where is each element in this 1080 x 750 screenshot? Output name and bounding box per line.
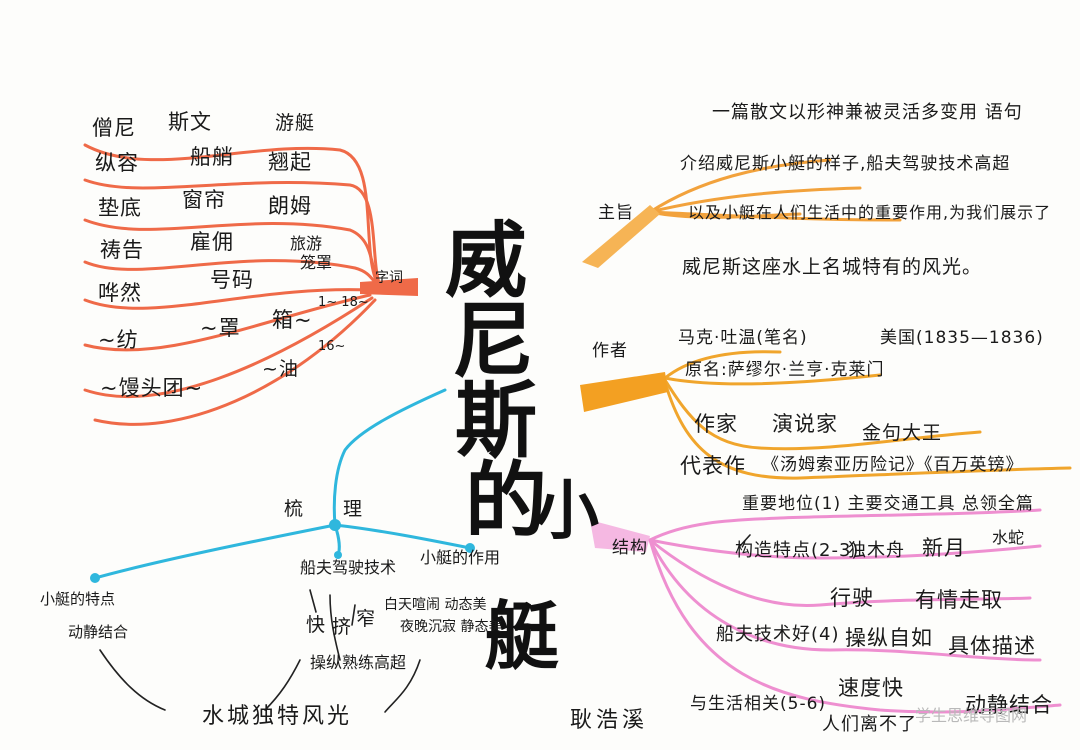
vocab-word: 船艄 [190,145,234,169]
structure-branch-label: 结构 [612,538,648,558]
structure-importance: 重要地位(1) 主要交通工具 总领全篇 [742,494,1034,514]
author-role: 金句大王 [862,422,943,444]
main-idea-branches [648,158,902,222]
vocab-word: 斯文 [168,110,212,134]
vocab-word: ~罩 [200,316,241,340]
summary-left-sub: 动静结合 [68,623,129,641]
structure-skill-label: 船夫技术好(4) [716,624,840,645]
title-char-2: 尼 [452,293,535,389]
vocab-word: ~馒头团~ [100,376,204,400]
structure-shape-item: 新月 [922,536,966,560]
main-idea-line-4: 威尼斯这座水上名城特有的风光。 [682,256,983,278]
vocab-word: 僧尼 [92,116,136,140]
vocab-word: 哗然 [98,281,142,305]
structure-shape-label: 构造特点(2-3) [735,540,860,561]
structure-skill-item: 操纵自如 [845,626,933,650]
summary-node-center [329,519,341,531]
summary-right-item: 白天喧闹 动态美 [384,597,487,613]
summary-right-label: 小艇的作用 [420,548,501,567]
structure-branches [648,508,1062,714]
main-idea-line-1: 一篇散文以形神兼被灵活多变用 语句 [712,102,1023,123]
summary-branches [93,388,472,580]
author-signature: 耿浩溪 [570,708,649,733]
summary-node-left [90,573,100,583]
summary-branch-label: 梳理 [284,498,403,520]
author-role: 演说家 [772,412,838,436]
title-char-4: 的 [465,453,548,549]
title-char-3: 斯 [455,373,538,469]
vocab-word: 雇佣 [190,230,234,254]
vocab-branches [83,143,382,426]
vocab-word: 窗帘 [182,188,226,212]
summary-mid-label: 船夫驾驶技术 [300,558,397,577]
author-works: 《汤姆索亚历险记》《百万英镑》 [762,455,1024,475]
structure-life-item: 动静结合 [965,693,1053,717]
vocab-word: 号码 [210,268,254,292]
summary-leaders [99,534,751,713]
vocab-word: 笼罩 [300,253,333,272]
vocab-word: 祷告 [100,238,144,262]
main-idea-branch-label: 主旨 [598,203,634,223]
structure-speed-label: 速度快 [838,676,904,700]
author-branch-label: 作者 [592,341,628,361]
summary-mid-item: 快 [306,614,327,636]
vocab-word: ~纺 [98,328,139,352]
title-char-1: 威 [445,213,528,309]
structure-life-item: 人们离不了 [822,714,917,735]
summary-node-mid [334,551,342,559]
author-roles-label: 作家 [694,412,738,436]
structure-shape-item: 独木舟 [848,540,905,561]
author-pen-name: 马克·吐温(笔名) [678,328,808,348]
structure-speed-item: 有情走取 [915,588,1003,612]
watermark: 学生思维导图网 [915,706,1028,725]
summary-mid-item: 挤 [332,616,353,638]
vocab-word: 旅游 [290,234,323,253]
author-country-years: 美国(1835—1836) [880,328,1044,348]
summary-bottom: 水城独特风光 [202,704,353,729]
vocab-word: 1~ 18~ [318,295,369,310]
main-idea-line-2: 介绍威尼斯小艇的样子,船夫驾驶技术高超 [680,154,1011,174]
vocab-word: ~油 [262,358,299,380]
vocab-word: 翘起 [268,150,312,174]
author-works-label: 代表作 [680,454,746,478]
vocab-hub [360,278,418,296]
summary-right-item: 夜晚沉寂 静态美 [400,619,503,635]
structure-skill-item: 具体描述 [948,634,1036,658]
author-hub [580,372,668,412]
vocab-word: 纵容 [95,151,139,175]
structure-speed-item: 行驶 [830,586,874,610]
vocab-word: 16~ [318,339,346,354]
author-branches [663,350,1072,480]
vocab-word: 箱~ [272,308,313,332]
summary-mid-item: 窄 [356,608,377,630]
vocab-word: 朗姆 [268,194,312,218]
structure-life-label: 与生活相关(5-6) [690,694,827,714]
summary-node-right [465,543,475,553]
summary-mid-sub: 操纵熟练高超 [310,653,407,672]
main-idea-line-3: 以及小艇在人们生活中的重要作用,为我们展示了 [688,203,1052,222]
vocab-word: 游艇 [275,112,316,134]
main-idea-hub [582,205,660,268]
vocab-word: 垫底 [98,196,142,220]
vocab-branch-label: 字词 [375,270,403,286]
structure-hub [590,520,650,552]
title-char-6: 艇 [485,594,559,680]
structure-shape-item: 水蛇 [992,528,1025,547]
summary-left-label: 小艇的特点 [40,590,116,608]
title-char-5: 小 [535,474,599,549]
author-real-name: 原名:萨缪尔·兰亨·克莱门 [685,360,885,380]
